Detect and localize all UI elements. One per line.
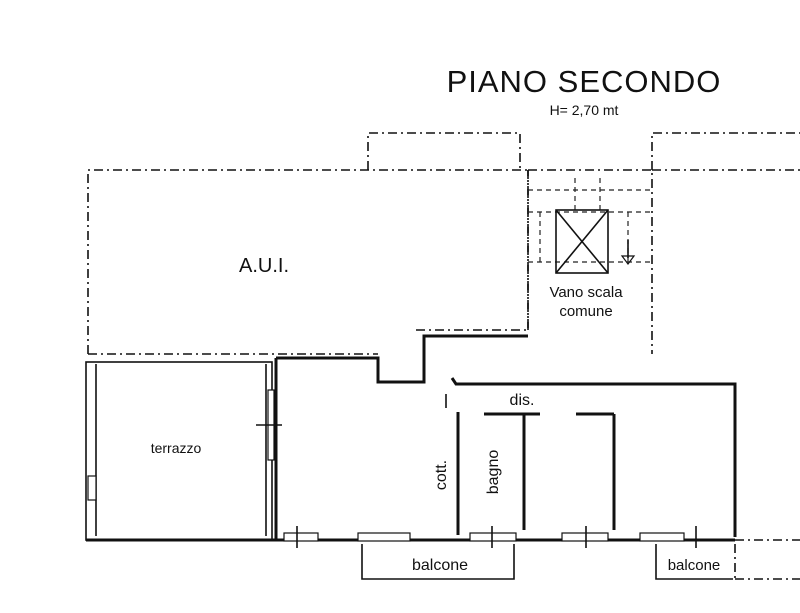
room-label-stair-1: Vano scala (549, 284, 623, 301)
south-facade (86, 526, 800, 548)
stairwell (527, 169, 653, 354)
balcony-right (655, 544, 800, 582)
room-label-balcony-center: balcone (412, 557, 468, 574)
room-label-hall: dis. (510, 392, 535, 409)
stair-arrow-icon (620, 240, 636, 265)
room-label-kitchenette: cott. (433, 460, 450, 490)
room-label-terrace: terrazzo (151, 440, 202, 456)
room-label-bathroom: bagno (485, 450, 502, 495)
plan-subtitle: H= 2,70 mt (550, 102, 619, 118)
room-label-aui: A.U.I. (239, 255, 289, 277)
terrace (85, 361, 282, 541)
apartment-walls (274, 334, 737, 540)
room-label-balcony-right: balcone (668, 557, 721, 574)
lift-shaft (555, 209, 609, 274)
neighbour-outline-top (367, 132, 800, 171)
room-label-stair-2: comune (559, 303, 612, 320)
balcony-center (361, 544, 515, 580)
plan-title: PIANO SECONDO (447, 64, 722, 99)
aui-area-outline (87, 169, 529, 355)
